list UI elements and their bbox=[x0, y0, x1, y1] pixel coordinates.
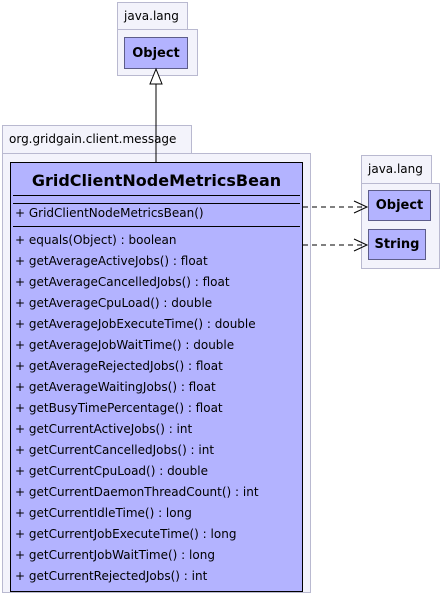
method-item: + getCurrentIdleTime() : long bbox=[15, 506, 192, 520]
method-item: + getCurrentCancelledJobs() : int bbox=[15, 443, 215, 457]
class-grid-client-node-metrics-bean[interactable]: GridClientNodeMetricsBean + GridClientNo… bbox=[10, 162, 303, 592]
method-item: + getAverageCpuLoad() : double bbox=[15, 296, 213, 310]
connector-layer bbox=[149, 67, 369, 252]
method-item: + getAverageActiveJobs() : float bbox=[15, 254, 208, 268]
constructor: + GridClientNodeMetricsBean() bbox=[15, 206, 204, 220]
package-name: java.lang bbox=[368, 162, 423, 176]
package-tab-org-gridgain-client-message: org.gridgain.client.message bbox=[2, 125, 192, 154]
package-tab-java-lang-top: java.lang bbox=[117, 2, 188, 30]
method-item: + getAverageRejectedJobs() : float bbox=[15, 359, 223, 373]
method-item: + getAverageJobExecuteTime() : double bbox=[15, 317, 256, 331]
class-name: Object bbox=[132, 45, 180, 61]
package-tab-java-lang-right: java.lang bbox=[361, 155, 432, 184]
method-item: + getAverageWaitingJobs() : float bbox=[15, 380, 216, 394]
inheritance-arrowhead bbox=[149, 67, 163, 85]
method-item: + getAverageCancelledJobs() : float bbox=[15, 275, 230, 289]
package-name: java.lang bbox=[124, 9, 179, 23]
class-name: String bbox=[374, 237, 420, 252]
dependency-arrowhead-string bbox=[353, 238, 369, 252]
method-item: + getCurrentActiveJobs() : int bbox=[15, 422, 193, 436]
attribute-separator bbox=[13, 195, 300, 196]
method-item: + getCurrentDaemonThreadCount() : int bbox=[15, 485, 259, 499]
method-item: + getCurrentJobWaitTime() : long bbox=[15, 548, 215, 562]
operation-separator bbox=[13, 203, 300, 204]
method-item: + getCurrentJobExecuteTime() : long bbox=[15, 527, 237, 541]
class-object-right[interactable]: Object bbox=[368, 190, 431, 221]
method-item: + getAverageJobWaitTime() : double bbox=[15, 338, 235, 352]
package-name: org.gridgain.client.message bbox=[9, 132, 177, 146]
class-name: Object bbox=[375, 198, 424, 213]
method-item: + equals(Object) : boolean bbox=[15, 233, 177, 247]
method-item: + getBusyTimePercentage() : float bbox=[15, 401, 223, 415]
class-title: GridClientNodeMetricsBean bbox=[31, 171, 282, 190]
dependency-arrowhead-object bbox=[353, 200, 369, 214]
method-item: + getCurrentCpuLoad() : double bbox=[15, 464, 208, 478]
class-string-right[interactable]: String bbox=[368, 229, 426, 260]
constructor-separator bbox=[13, 226, 300, 227]
